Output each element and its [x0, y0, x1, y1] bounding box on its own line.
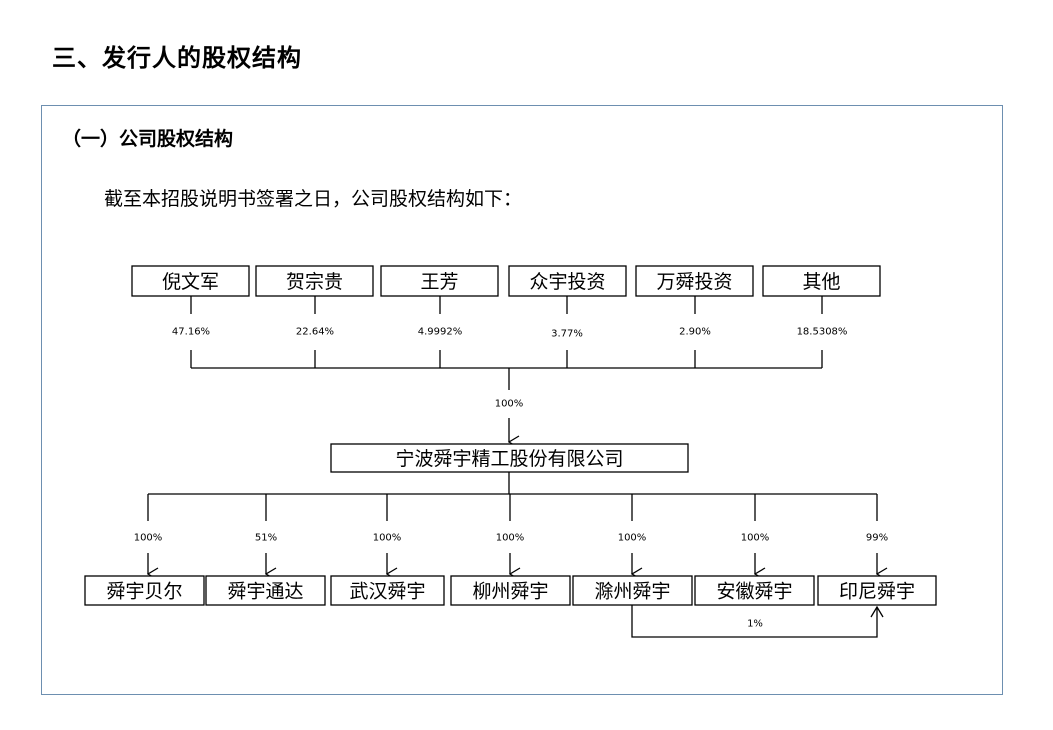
shareholder-box-6: 其他 [762, 265, 881, 297]
subsidiary-box-7-label: 印尼舜宇 [839, 581, 915, 603]
issuer-box: 宁波舜宇精工股份有限公司 [330, 443, 689, 473]
shareholder-box-4: 众宇投资 [508, 265, 627, 297]
subsidiary-box-1-border [84, 575, 205, 606]
subsidiary-box-2: 舜宇通达 [205, 575, 326, 606]
subsidiary-box-5-border [572, 575, 693, 606]
issuer-box-border [330, 443, 689, 473]
subsidiary-pct-2: 51% [255, 533, 277, 544]
issuer-pct: 100% [495, 399, 524, 410]
subsidiary-box-1-label: 舜宇贝尔 [106, 581, 182, 603]
shareholder-pct-1: 47.16% [172, 327, 210, 338]
subsidiary-box-1: 舜宇贝尔 [84, 575, 205, 606]
subsidiary-box-4: 柳州舜宇 [450, 575, 571, 606]
shareholder-box-6-border [762, 265, 881, 297]
issuer-box-label: 宁波舜宇精工股份有限公司 [395, 448, 623, 470]
shareholder-box-4-label: 众宇投资 [529, 271, 605, 293]
shareholder-pct-3: 4.9992% [418, 327, 463, 338]
shareholder-pct-2: 22.64% [296, 327, 334, 338]
subsidiary-box-7: 印尼舜宇 [817, 575, 937, 606]
subsidiary-pct-5: 100% [618, 533, 647, 544]
shareholder-box-6-label: 其他 [802, 271, 840, 293]
subsidiary-box-4-label: 柳州舜宇 [472, 581, 548, 603]
subsidiary-box-4-border [450, 575, 571, 606]
shareholder-box-3: 王芳 [380, 265, 499, 297]
page-heading: 三、发行人的股权结构 [52, 44, 302, 72]
subsidiary-box-6: 安徽舜宇 [694, 575, 815, 606]
subsidiary-box-2-label: 舜宇通达 [227, 581, 303, 603]
shareholder-box-5: 万舜投资 [635, 265, 754, 297]
shareholder-pct-6: 18.5308% [797, 327, 848, 338]
subsidiary-box-5: 滁州舜宇 [572, 575, 693, 606]
shareholder-box-5-border [635, 265, 754, 297]
subsidiary-box-6-border [694, 575, 815, 606]
shareholder-box-2: 贺宗贵 [255, 265, 374, 297]
shareholder-box-3-label: 王芳 [420, 271, 458, 293]
subsidiary-box-2-border [205, 575, 326, 606]
shareholder-pct-5: 2.90% [679, 327, 711, 338]
subsidiary-box-5-label: 滁州舜宇 [594, 581, 670, 603]
subsidiary-box-3-label: 武汉舜宇 [349, 581, 425, 603]
subsidiary-box-3: 武汉舜宇 [330, 575, 445, 606]
subsidiary-pct-6: 100% [741, 533, 770, 544]
shareholder-box-4-border [508, 265, 627, 297]
shareholder-pct-4: 3.77% [551, 329, 583, 340]
subsidiary-pct-4: 100% [496, 533, 525, 544]
subsidiary-box-6-label: 安徽舜宇 [716, 581, 792, 603]
subsidiary-box-3-border [330, 575, 445, 606]
subsidiary-pct-7: 99% [866, 533, 888, 544]
subsidiary-box-7-border [817, 575, 937, 606]
shareholder-box-1-border [131, 265, 250, 297]
shareholder-box-5-label: 万舜投资 [656, 271, 732, 293]
shareholder-box-1: 倪文军 [131, 265, 250, 297]
shareholder-box-2-label: 贺宗贵 [286, 271, 343, 293]
content-panel [41, 105, 1003, 695]
subsidiary-pct-3: 100% [373, 533, 402, 544]
cross-holding-connector [631, 605, 877, 638]
section-title: （一）公司股权结构 [62, 128, 234, 150]
shareholder-box-1-label: 倪文军 [162, 271, 219, 293]
intro-paragraph: 截至本招股说明书签署之日，公司股权结构如下： [104, 188, 523, 210]
subsidiary-pct-1: 100% [134, 533, 163, 544]
cross-holding-pct: 1% [747, 619, 763, 630]
